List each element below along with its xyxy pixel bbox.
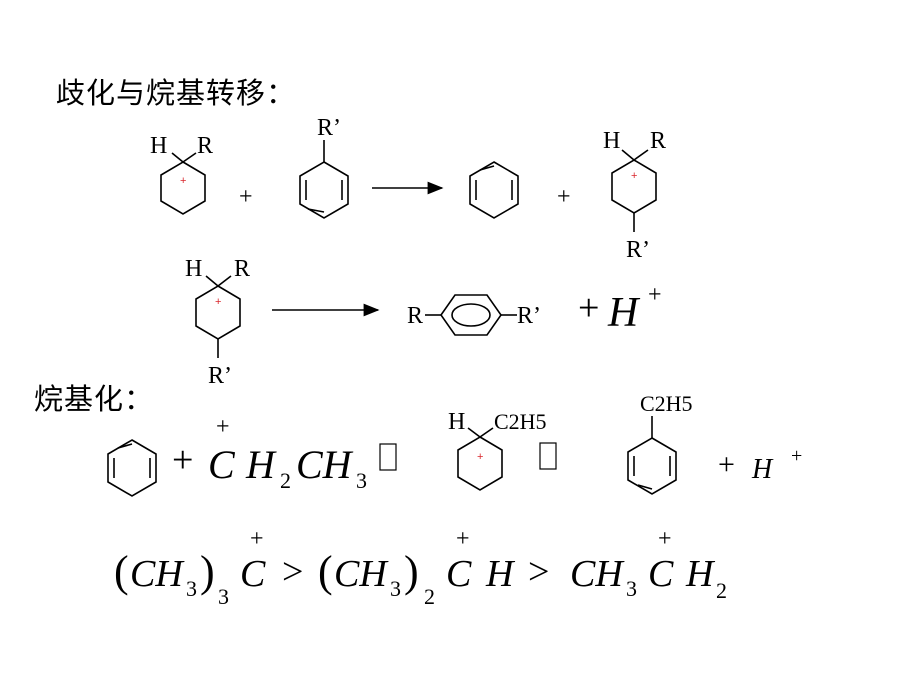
proton-charge: +: [791, 445, 802, 467]
eq-ch: CH: [570, 553, 625, 595]
label-r-prime: R’: [208, 363, 232, 389]
label-h: H: [185, 256, 202, 282]
plus-sign: +: [557, 184, 571, 210]
plus-sign: +: [172, 439, 193, 481]
stability-order: ( CH 3 ) 3 + C > ( CH 3 ) 2 + C H > CH 3…: [114, 526, 727, 609]
carbocation-charge: +: [456, 526, 470, 552]
eq-rparen: ): [404, 547, 419, 596]
label-r-prime: R’: [517, 303, 541, 329]
charge-plus: +: [477, 451, 483, 463]
eq-sub-3: 3: [218, 584, 229, 609]
benzene-r-prime: R’: [299, 115, 349, 219]
eq-lparen: (: [318, 547, 333, 596]
missing-glyph-box: [539, 442, 557, 470]
eq-c: C: [208, 442, 236, 487]
benzene-product: [469, 161, 519, 219]
eq-c: C: [648, 553, 674, 595]
label-h: H: [150, 133, 167, 159]
cyclohexyl-cation-3: H R + R’: [185, 256, 250, 389]
label-c2h5: C2H5: [494, 409, 547, 434]
proton-charge: +: [648, 282, 662, 308]
eq-ch: CH: [130, 553, 185, 595]
charge-plus: +: [215, 296, 221, 308]
eq-ch: CH: [334, 553, 389, 595]
charge-plus: +: [631, 170, 637, 182]
eq-c: C: [446, 553, 472, 595]
label-c2h5: C2H5: [640, 391, 693, 416]
eq-sub-2: 2: [424, 584, 435, 609]
eq-sub-3: 3: [390, 576, 401, 601]
eq-sub-3: 3: [626, 576, 637, 601]
heading-alkylation: 烷基化：: [34, 382, 155, 416]
eq-sub-2: 2: [716, 578, 727, 603]
proton-h: H: [607, 290, 641, 336]
label-r: R: [650, 128, 666, 154]
carbocation-charge: +: [658, 526, 672, 552]
eq-sub-3: 3: [356, 468, 367, 493]
eq-sub-2: 2: [280, 468, 291, 493]
missing-glyph-box: [379, 443, 397, 471]
label-h: H: [603, 128, 620, 154]
ethylbenzene-product: C2H5: [627, 391, 693, 495]
plus-sign: +: [239, 184, 253, 210]
eq-c: C: [240, 553, 266, 595]
cyclohexyl-cation-2: H R + R’: [603, 128, 666, 263]
dialkylbenzene-product: R R’: [407, 294, 541, 336]
label-h: H: [448, 409, 465, 435]
ethyl-cyclohexyl-cation: H C2H5 +: [448, 409, 547, 491]
label-r: R: [197, 133, 213, 159]
label-r-prime: R’: [626, 237, 650, 263]
label-r: R: [407, 303, 423, 329]
eq-ch: CH: [296, 442, 354, 487]
label-r: R: [234, 256, 250, 282]
plus-sign: +: [578, 287, 599, 329]
eq-rparen: ): [200, 547, 215, 596]
proton-h: H: [751, 454, 774, 485]
eq-h: H: [485, 553, 516, 595]
cyclohexyl-cation-1: H R +: [150, 133, 213, 215]
benzene-reactant: [107, 439, 157, 497]
eq-h: H: [245, 442, 277, 487]
plus-sign: +: [718, 448, 735, 481]
carbocation-charge: +: [250, 526, 264, 552]
charge-plus: +: [180, 175, 186, 187]
eq-gt: >: [528, 551, 549, 593]
label-r-prime: R’: [317, 115, 341, 141]
heading-isomerization: 歧化与烷基转移：: [56, 76, 297, 110]
eq-lparen: (: [114, 547, 129, 596]
carbocation-charge: +: [216, 414, 230, 440]
eq-h: H: [685, 553, 716, 595]
eq-gt: >: [282, 551, 303, 593]
eq-sub-3: 3: [186, 576, 197, 601]
